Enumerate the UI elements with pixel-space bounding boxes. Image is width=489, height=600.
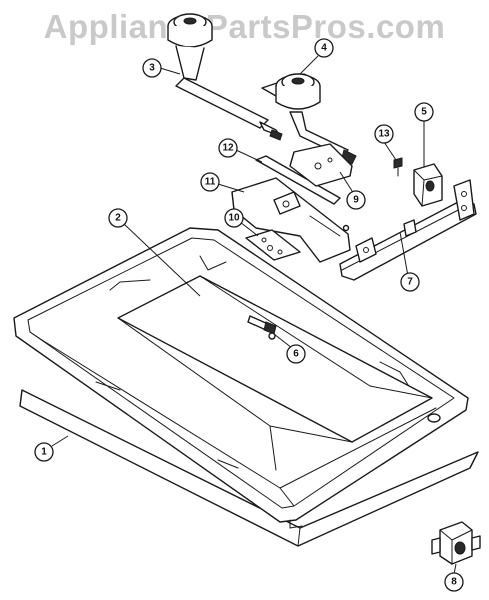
part-burner-box xyxy=(13,227,469,529)
part-mounting-bracket xyxy=(231,177,351,263)
callout-1-label: 1 xyxy=(41,447,47,458)
callout-10-label: 10 xyxy=(228,213,240,224)
callout-6-label: 6 xyxy=(293,349,299,360)
leader-lines xyxy=(51,55,457,575)
part-base-frame xyxy=(19,389,479,547)
callout-8-label: 8 xyxy=(451,577,457,588)
callout-12: 12 xyxy=(218,138,238,158)
callout-11-label: 11 xyxy=(205,177,216,188)
callout-11: 11 xyxy=(200,172,220,192)
callout-6: 6 xyxy=(286,344,306,364)
part-regulator xyxy=(431,521,481,565)
callout-9: 9 xyxy=(346,190,366,210)
part-top-burner-right xyxy=(261,73,357,165)
callout-12-label: 12 xyxy=(222,143,234,154)
callout-2-label: 2 xyxy=(115,213,121,224)
callout-4-label: 4 xyxy=(321,43,327,54)
callout-5-label: 5 xyxy=(421,107,427,118)
callout-9-label: 9 xyxy=(353,195,359,206)
callout-4: 4 xyxy=(314,38,334,58)
callout-5: 5 xyxy=(414,102,434,122)
part-top-burner-left xyxy=(167,13,283,141)
part-valve xyxy=(413,145,443,207)
part-orifice-rod xyxy=(255,155,341,205)
callout-7-label: 7 xyxy=(407,277,413,288)
part-orifice-hood xyxy=(247,315,277,340)
callout-13: 13 xyxy=(374,124,394,144)
part-manifold xyxy=(339,179,477,281)
callout-7: 7 xyxy=(400,272,420,292)
callout-8: 8 xyxy=(444,572,464,592)
callout-10: 10 xyxy=(224,208,244,228)
callout-2: 2 xyxy=(108,208,128,228)
part-upper-bracket xyxy=(289,143,353,187)
part-small-plate xyxy=(245,229,301,261)
callout-3-label: 3 xyxy=(149,63,155,74)
callout-1: 1 xyxy=(34,442,54,462)
part-screw xyxy=(393,157,403,177)
callout-3: 3 xyxy=(142,58,162,78)
callout-13-label: 13 xyxy=(378,129,390,140)
